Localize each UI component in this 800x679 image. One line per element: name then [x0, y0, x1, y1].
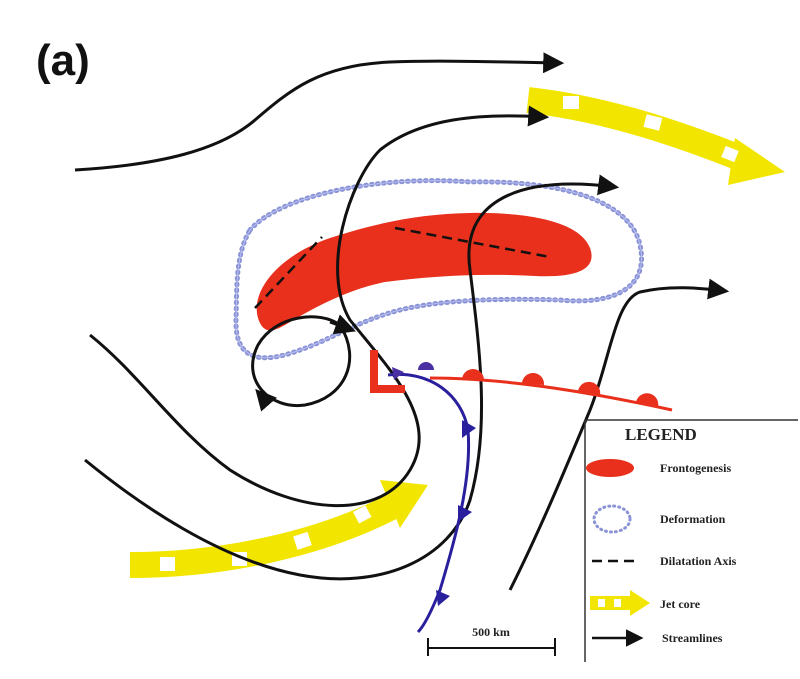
streamline-4-arrow: [329, 314, 356, 335]
frontogenesis-region: [256, 212, 592, 331]
streamlines: [74, 52, 730, 591]
streamline-6: [508, 278, 730, 591]
streamline-3: [84, 174, 620, 581]
cold-front: [387, 362, 476, 634]
streamline-2: [89, 105, 550, 508]
streamline-5: [255, 388, 277, 412]
legend-jet-swatch: [590, 590, 650, 616]
dilatation-axis-west: [254, 236, 323, 309]
legend-title: LEGEND: [625, 425, 697, 444]
dilatation-axis-east: [394, 226, 551, 259]
scale-bar-label: 500 km: [472, 625, 510, 639]
low-symbol: [370, 350, 405, 393]
legend-deformation-label: Deformation: [660, 512, 726, 526]
legend: LEGEND Frontogenesis Deformation Dilatat…: [584, 419, 798, 662]
legend-frontogenesis-swatch: [586, 459, 634, 477]
warm-front: [429, 369, 673, 412]
legend-deformation-swatch: [592, 504, 632, 534]
legend-frontogenesis-label: Frontogenesis: [660, 461, 731, 475]
streamline-4: [251, 315, 352, 408]
panel-label: (a): [36, 36, 90, 85]
legend-streamline-label: Streamlines: [662, 631, 723, 645]
scale-bar: 500 km: [427, 625, 556, 656]
jet-core-north: [526, 87, 785, 185]
legend-dilatation-label: Dilatation Axis: [660, 554, 737, 568]
streamline-1: [74, 52, 565, 172]
legend-jet-label: Jet core: [660, 597, 701, 611]
deformation-region-inner: [235, 180, 642, 359]
